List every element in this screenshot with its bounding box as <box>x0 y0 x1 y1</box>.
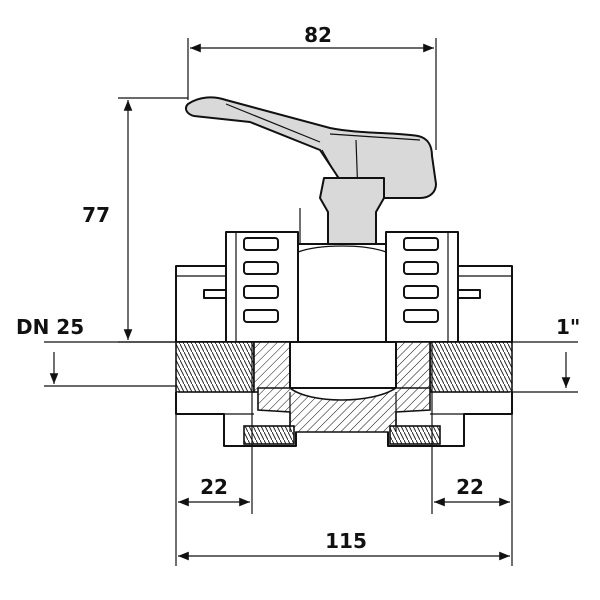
grip-slots-right <box>403 232 449 342</box>
dim-nominal-size: DN 25 <box>16 315 84 339</box>
dimension-lines <box>44 38 578 566</box>
valve-body <box>175 231 513 343</box>
valve-handle <box>185 96 437 245</box>
valve-cross-section <box>175 341 513 447</box>
dim-socket-right: 22 <box>456 475 484 499</box>
dim-socket-left: 22 <box>200 475 228 499</box>
dim-overall-length: 115 <box>325 529 367 553</box>
dim-height-left: 77 <box>82 203 110 227</box>
dim-width-top: 82 <box>304 23 332 47</box>
grip-slots-left <box>235 232 279 342</box>
dim-thread-size: 1" <box>556 315 580 339</box>
